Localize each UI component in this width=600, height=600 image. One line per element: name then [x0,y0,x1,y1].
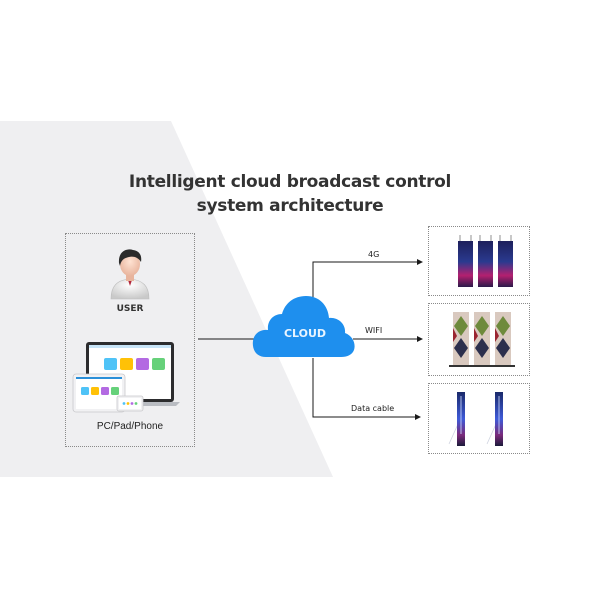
pc-pad-phone-icon [72,342,180,413]
user-icon [110,249,150,300]
cloud-label: CLOUD [283,327,327,340]
link-label-data-cable: Data cable [351,404,395,413]
link-label-wifi: WIFI [365,326,383,335]
hanging-screens-box [428,226,530,296]
easel-screens-box [428,383,530,454]
user-label: USER [116,304,144,314]
app-tile [120,358,133,370]
cloud-icon [252,296,355,357]
app-tile [104,358,117,370]
link-label-4g: 4G [368,250,380,259]
screen-unit [498,235,513,287]
easel-led-screens-icon [448,392,503,446]
screen-unit [448,392,465,446]
data-cable-connector [312,358,421,420]
floor-screens-box [428,303,530,376]
screen-unit [486,392,503,446]
screen-unit [491,312,515,367]
title-line-2: system architecture [196,196,384,216]
title-line-1: Intelligent cloud broadcast control [128,172,452,192]
diagram-title: Intelligent cloud broadcast control syst… [100,170,480,218]
app-tile [136,358,149,370]
client-box [65,233,195,447]
floor-led-screens-icon [449,312,515,367]
devices-label: PC/Pad/Phone [96,421,164,432]
screen-unit [449,312,473,367]
screen-unit [478,235,493,287]
hanging-led-screens-icon [458,235,513,287]
screen-unit [470,312,494,367]
screen-unit [458,235,473,287]
4g-connector [312,259,423,303]
app-tile [152,358,165,370]
